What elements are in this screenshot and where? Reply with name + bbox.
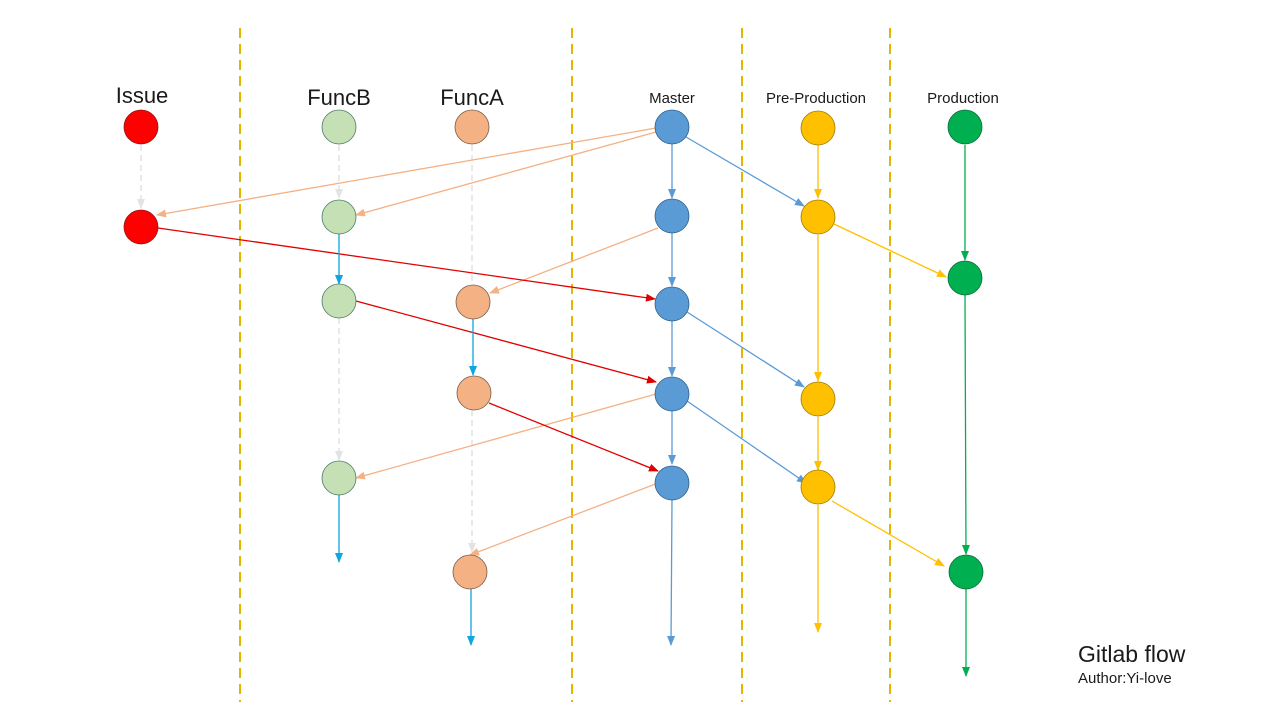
preprod-node-3 <box>800 381 836 417</box>
master-to-funca-arrow <box>489 227 659 294</box>
master-continue-arrow <box>667 499 676 646</box>
master-node-4 <box>654 376 690 412</box>
master-to-issue-arrow <box>156 127 657 218</box>
master-node-1 <box>654 109 690 145</box>
prod-commit-arrow-2 <box>961 294 970 555</box>
salmon-arrows <box>156 127 659 556</box>
funcb-node-4 <box>321 460 357 496</box>
master-node-5 <box>654 465 690 501</box>
master-to-funca-sync-arrow <box>469 482 659 556</box>
prod-node-3 <box>948 554 984 590</box>
funca-merge-arrow <box>488 402 659 472</box>
preprod-node-1 <box>800 110 836 146</box>
issue-merge-arrow <box>157 227 656 302</box>
red-merge-arrows <box>157 227 659 472</box>
lane-label-prod: Production <box>927 90 999 107</box>
master-to-preprod-arrow-1 <box>685 136 805 207</box>
lane-label-funcb: FuncB <box>307 85 371 110</box>
lane-label-preprod: Pre-Production <box>765 90 867 107</box>
preprod-node-2 <box>800 199 836 235</box>
master-to-preprod-arrow-3 <box>686 400 807 484</box>
yellow-arrows <box>814 145 947 633</box>
blue-arrows <box>667 136 807 646</box>
prod-node-1 <box>947 109 983 145</box>
funca-node-4 <box>452 554 488 590</box>
lane-label-issue: Issue <box>115 83 169 108</box>
lane-label-funca: FuncA <box>440 85 504 110</box>
preprod-to-prod-arrow-2 <box>831 500 945 567</box>
master-node-3 <box>654 286 690 322</box>
green-arrows <box>961 145 970 677</box>
funca-node-2 <box>455 284 491 320</box>
funcb-merge-arrow <box>355 300 657 384</box>
master-node-2 <box>654 198 690 234</box>
cyan-arrows <box>335 234 477 646</box>
author-credit: Author:Yi-love <box>1078 670 1172 687</box>
issue-node-1 <box>123 109 159 145</box>
lane-dividers <box>239 28 891 702</box>
funca-node-1 <box>454 109 490 145</box>
prod-node-2 <box>947 260 983 296</box>
preprod-node-4 <box>800 469 836 505</box>
funcb-node-2 <box>321 199 357 235</box>
master-to-preprod-arrow-2 <box>686 311 805 388</box>
funcb-node-1 <box>321 109 357 145</box>
master-to-funcb-arrow <box>355 131 657 217</box>
preprod-to-prod-arrow-1 <box>833 223 947 278</box>
issue-node-2 <box>123 209 159 245</box>
funcb-node-3 <box>321 283 357 319</box>
grey-dashed-connectors <box>137 145 476 553</box>
funca-node-3 <box>456 375 492 411</box>
diagram-title: Gitlab flow <box>1078 641 1186 667</box>
commit-nodes <box>123 109 984 590</box>
lane-label-master: Master <box>649 90 695 107</box>
master-to-funcb-sync-arrow <box>355 393 657 480</box>
